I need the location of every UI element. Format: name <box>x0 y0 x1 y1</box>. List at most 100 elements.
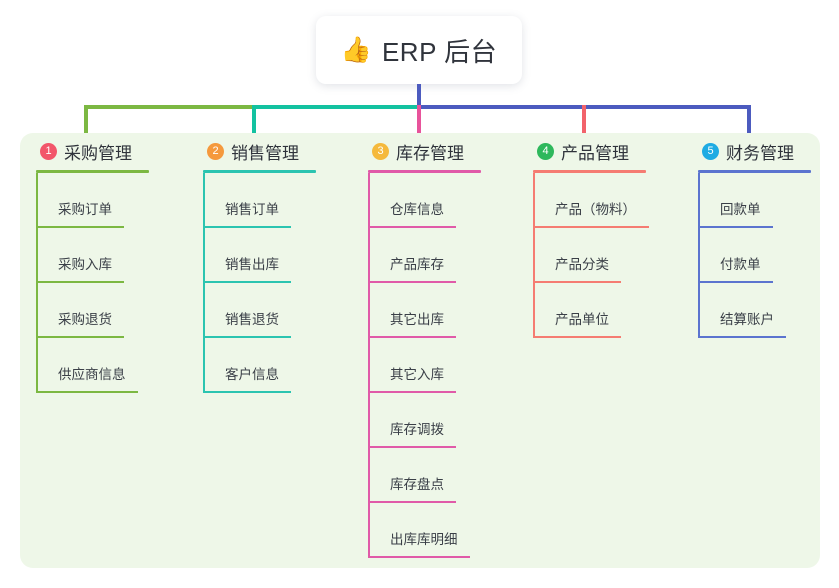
connector-bus-teal <box>252 105 420 109</box>
column-items: 产品（物料） 产品分类产品单位 <box>533 173 698 338</box>
column-index-badge: 5 <box>702 143 719 160</box>
list-item[interactable]: 库存调拨 <box>368 393 533 448</box>
list-item-label: 供应商信息 <box>58 367 126 382</box>
connector-drop-1 <box>84 105 88 139</box>
list-item[interactable]: 产品库存 <box>368 228 533 283</box>
list-item[interactable]: 产品分类 <box>533 228 698 283</box>
list-item-rule <box>36 336 124 338</box>
list-item[interactable]: 客户信息 <box>203 338 368 393</box>
list-item[interactable]: 仓库信息 <box>368 173 533 228</box>
connector-drop-4 <box>582 105 586 139</box>
list-item-rule <box>698 336 786 338</box>
list-item-label: 结算账户 <box>720 312 774 327</box>
column-采购管理: 1 采购管理采购订单采购入库采购退货供应商信息 <box>36 133 201 393</box>
column-items: 销售订单销售出库销售退货客户信息 <box>203 173 368 393</box>
column-spine <box>533 173 535 338</box>
list-item-label: 产品分类 <box>555 257 609 272</box>
list-item-label: 销售订单 <box>225 202 279 217</box>
list-item-rule <box>203 391 291 393</box>
list-item-label: 其它入库 <box>390 367 444 382</box>
list-item[interactable]: 销售订单 <box>203 173 368 228</box>
column-header[interactable]: 2 销售管理 <box>203 133 368 170</box>
column-spine <box>698 173 700 338</box>
list-item-label: 库存调拨 <box>390 422 444 437</box>
column-header-rule <box>203 170 316 173</box>
column-items: 回款单付款单结算账户 <box>698 173 839 338</box>
column-index-badge: 4 <box>537 143 554 160</box>
connector-drop-2 <box>252 105 256 139</box>
list-item[interactable]: 其它出库 <box>368 283 533 338</box>
list-item-label: 销售退货 <box>225 312 279 327</box>
list-item-label: 销售出库 <box>225 257 279 272</box>
column-title: 库存管理 <box>396 144 464 163</box>
list-item[interactable]: 采购订单 <box>36 173 201 228</box>
list-item-label: 库存盘点 <box>390 477 444 492</box>
page-title: ERP 后台 <box>381 36 498 67</box>
list-item-rule <box>698 281 773 283</box>
connector-bus-green <box>84 105 254 109</box>
column-header[interactable]: 4 产品管理 <box>533 133 698 170</box>
column-header[interactable]: 1 采购管理 <box>36 133 201 170</box>
list-item-label: 其它出库 <box>390 312 444 327</box>
column-title: 产品管理 <box>561 144 629 163</box>
list-item-label: 仓库信息 <box>390 202 444 217</box>
list-item[interactable]: 产品（物料） <box>533 173 698 228</box>
column-spine <box>36 173 38 393</box>
column-items: 采购订单采购入库采购退货供应商信息 <box>36 173 201 393</box>
root-title-card[interactable]: 👍 ERP 后台 <box>316 16 522 84</box>
list-item[interactable]: 结算账户 <box>698 283 839 338</box>
column-header[interactable]: 5 财务管理 <box>698 133 839 170</box>
list-item-label: 产品（物料） <box>555 202 636 217</box>
list-item-label: 产品单位 <box>555 312 609 327</box>
list-item-label: 产品库存 <box>390 257 444 272</box>
column-销售管理: 2 销售管理销售订单销售出库销售退货客户信息 <box>203 133 368 393</box>
list-item-label: 回款单 <box>720 202 761 217</box>
list-item-rule <box>698 226 773 228</box>
column-header-rule <box>36 170 149 173</box>
list-item-rule <box>368 446 456 448</box>
list-item[interactable]: 其它入库 <box>368 338 533 393</box>
connector-drop-5 <box>747 105 751 139</box>
list-item-rule <box>203 336 291 338</box>
list-item[interactable]: 回款单 <box>698 173 839 228</box>
list-item-label: 客户信息 <box>225 367 279 382</box>
list-item-rule <box>36 281 124 283</box>
list-item-label: 采购订单 <box>58 202 112 217</box>
column-header-rule <box>368 170 481 173</box>
list-item-label: 出库库明细 <box>390 532 458 547</box>
content-panel <box>20 133 820 568</box>
list-item[interactable]: 采购退货 <box>36 283 201 338</box>
list-item[interactable]: 供应商信息 <box>36 338 201 393</box>
list-item[interactable]: 采购入库 <box>36 228 201 283</box>
list-item-label: 采购退货 <box>58 312 112 327</box>
list-item[interactable]: 销售出库 <box>203 228 368 283</box>
list-item-rule <box>533 226 649 228</box>
list-item-rule <box>368 501 456 503</box>
list-item[interactable]: 出库库明细 <box>368 503 533 558</box>
connector-drop-3 <box>417 105 421 139</box>
list-item[interactable]: 付款单 <box>698 228 839 283</box>
list-item-rule <box>368 281 456 283</box>
list-item[interactable]: 销售退货 <box>203 283 368 338</box>
column-header[interactable]: 3 库存管理 <box>368 133 533 170</box>
column-title: 采购管理 <box>64 144 132 163</box>
list-item[interactable]: 产品单位 <box>533 283 698 338</box>
column-index-badge: 2 <box>207 143 224 160</box>
column-spine <box>368 173 370 558</box>
list-item-rule <box>203 226 291 228</box>
list-item-rule <box>368 226 456 228</box>
list-item[interactable]: 库存盘点 <box>368 448 533 503</box>
column-index-badge: 3 <box>372 143 389 160</box>
column-spine <box>203 173 205 393</box>
column-title: 销售管理 <box>231 144 299 163</box>
column-财务管理: 5 财务管理回款单付款单结算账户 <box>698 133 839 338</box>
column-index-badge: 1 <box>40 143 57 160</box>
list-item-rule <box>36 226 124 228</box>
list-item-rule <box>368 556 470 558</box>
thumbs-up-icon: 👍 <box>340 35 372 64</box>
list-item-rule <box>533 281 621 283</box>
column-title: 财务管理 <box>726 144 794 163</box>
list-item-label: 采购入库 <box>58 257 112 272</box>
connector-stem <box>417 84 421 108</box>
